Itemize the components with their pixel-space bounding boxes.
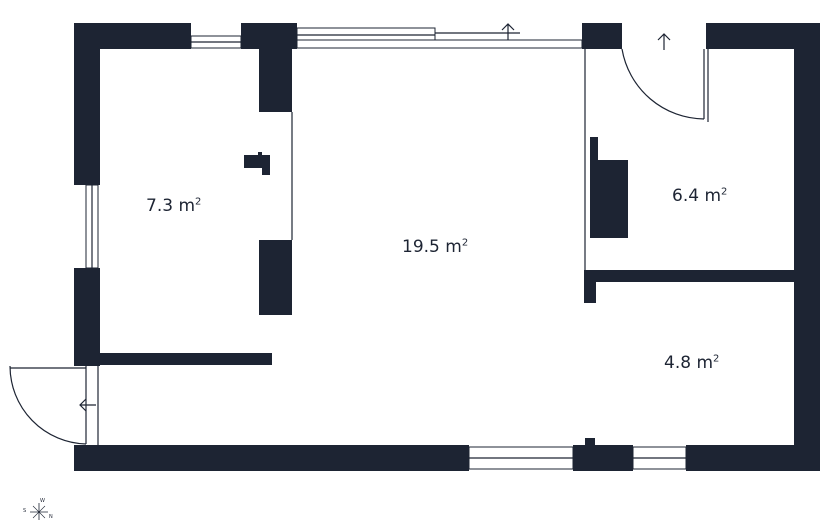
wall-left-middle: [74, 268, 100, 366]
door-left-swing: [9, 365, 87, 445]
wall-bottom-left: [74, 445, 469, 471]
room-area-label: 6.4 m2: [672, 186, 727, 206]
compass-north: N: [49, 514, 53, 520]
partition-horizontal-left: [100, 353, 272, 365]
area-unit: m: [178, 196, 196, 216]
stove-flue: [590, 137, 598, 162]
compass-south: S: [23, 508, 27, 514]
compass: W S N: [22, 497, 56, 520]
wall-right: [794, 23, 820, 471]
wall-bottom-right: [686, 445, 820, 471]
wall-left-upper: [74, 23, 100, 185]
room-area-label: 7.3 m2: [146, 196, 201, 216]
room-area-label: 19.5 m2: [402, 237, 468, 257]
area-value: 7.3: [146, 196, 174, 216]
area-exponent: 2: [721, 186, 728, 198]
compass-west: W: [40, 498, 45, 504]
door-top-right-swing: [621, 48, 705, 120]
arrow-up-icon: [657, 33, 671, 50]
bottom-stub: [585, 438, 595, 446]
window-top-slider: [296, 39, 583, 49]
doors: [9, 36, 709, 445]
partition-upper: [259, 23, 292, 112]
partition-lower: [259, 240, 292, 315]
wall-bottom-middle: [573, 445, 633, 471]
area-unit: m: [445, 237, 462, 257]
area-unit: m: [696, 353, 714, 373]
arrow-left-icon: [79, 398, 96, 412]
windows: [85, 27, 687, 470]
interior-walls: [100, 23, 794, 446]
area-exponent: 2: [195, 196, 202, 208]
arrow-up-icon: [501, 23, 515, 40]
area-exponent: 2: [713, 353, 720, 365]
area-exponent: 2: [461, 237, 469, 249]
fixture-small: [244, 152, 270, 175]
area-value: 19.5: [402, 237, 440, 257]
thin-lines: [97, 45, 586, 445]
partition-horizontal-right: [584, 270, 794, 282]
stove-block: [590, 160, 628, 238]
compass-rose-icon: [30, 503, 48, 520]
wall-top-right-stub: [582, 23, 622, 49]
entry-arrows: [79, 23, 671, 412]
area-value: 4.8: [664, 353, 692, 373]
room-area-label: 4.8 m2: [664, 353, 719, 373]
area-value: 6.4: [672, 186, 700, 206]
area-unit: m: [704, 186, 722, 206]
